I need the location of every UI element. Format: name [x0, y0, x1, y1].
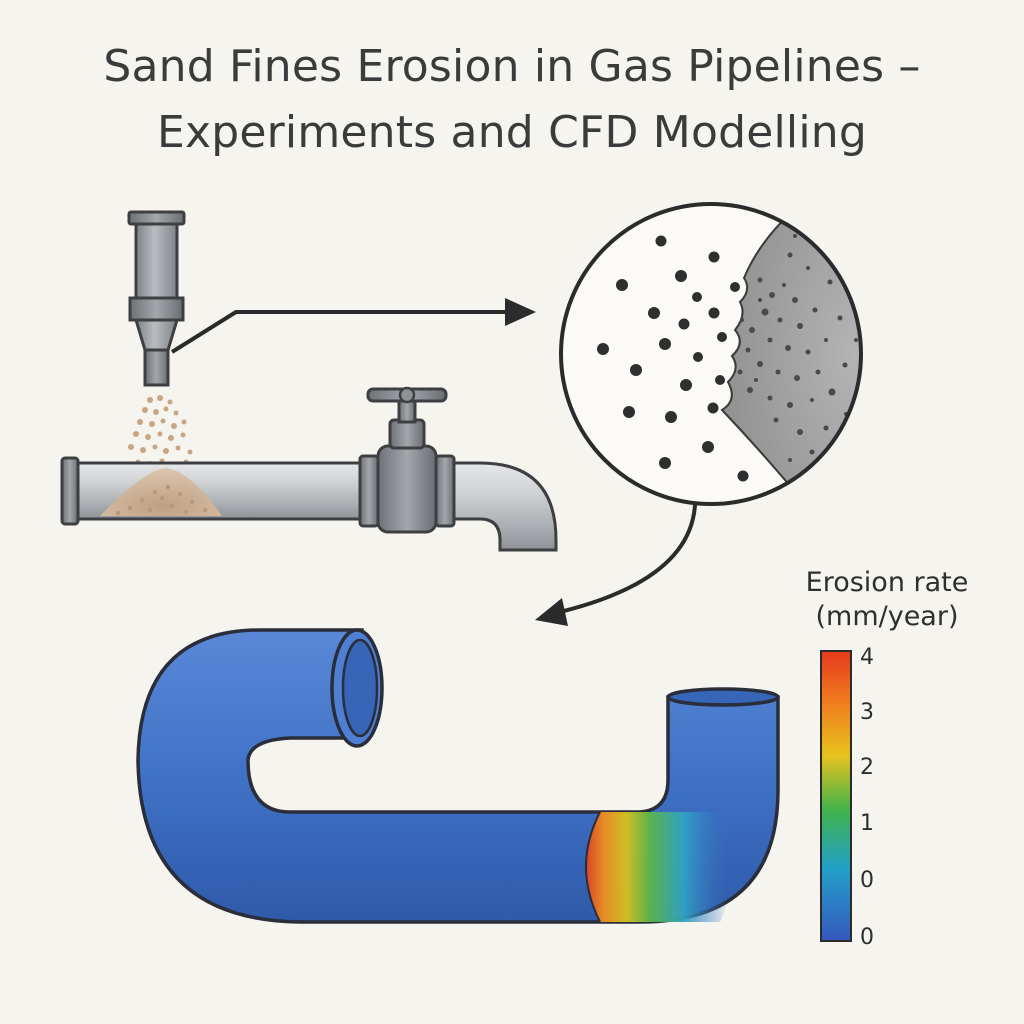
legend-title-line-2: (mm/year): [815, 601, 959, 632]
cfd-pipe-model: [136, 628, 780, 924]
sand-injection-nozzle: [127, 210, 186, 387]
scale-tick-label: 2: [860, 755, 874, 780]
erosion-rate-color-scale: [820, 650, 852, 942]
magnify-arrow: [170, 298, 536, 354]
sand-particle-spray: [128, 395, 193, 468]
page-title: Sand Fines Erosion in Gas Pipelines – Ex…: [0, 34, 1024, 166]
scale-tick-label: 0: [860, 868, 874, 893]
scale-tick-label: 1: [860, 811, 874, 836]
title-line-1: Sand Fines Erosion in Gas Pipelines –: [103, 41, 921, 92]
scale-tick-label: 4: [860, 645, 874, 670]
scale-tick-label: 0: [860, 925, 874, 950]
scale-tick-label: 3: [860, 700, 874, 725]
gas-borne-sand-particles: [597, 235, 749, 482]
particle-impact-magnified-view: [559, 202, 863, 506]
legend-title: Erosion rate (mm/year): [792, 566, 982, 634]
cfd-arrow: [535, 504, 697, 626]
experimental-pipe-rig: [60, 386, 558, 552]
sand-deposit: [100, 468, 222, 516]
legend-title-line-1: Erosion rate: [805, 567, 969, 598]
title-line-2: Experiments and CFD Modelling: [157, 107, 867, 158]
erosion-hotspot: [586, 812, 730, 922]
